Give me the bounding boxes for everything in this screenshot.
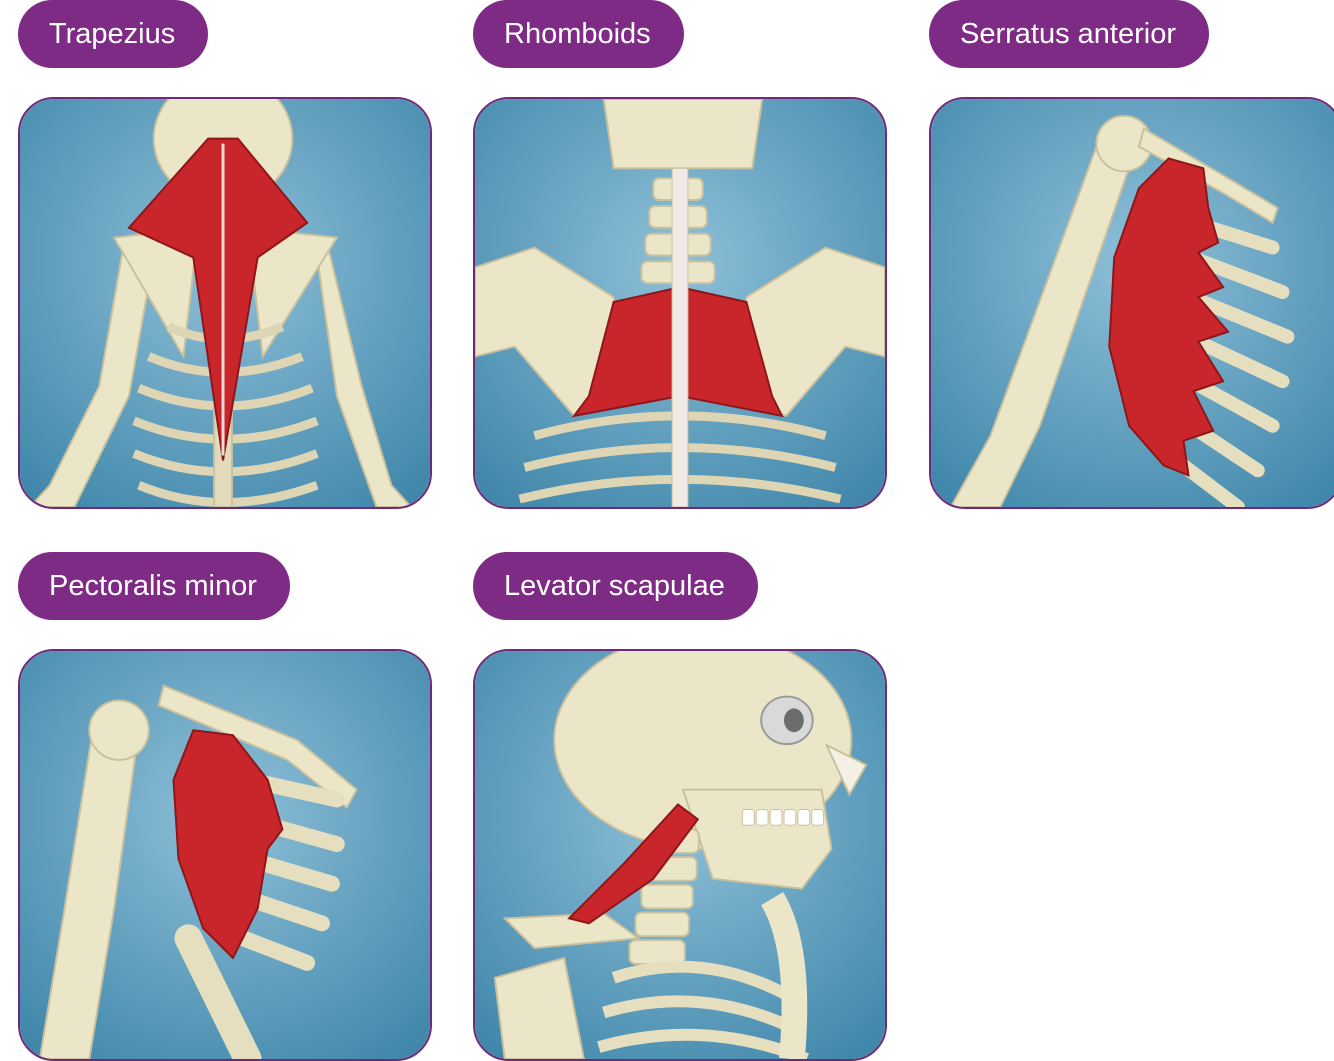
image-panel-rhomboids bbox=[473, 97, 887, 509]
pectoralis-minor-illustration bbox=[20, 651, 430, 1059]
serratus-anterior-illustration bbox=[931, 99, 1334, 507]
label-pill-trapezius: Trapezius bbox=[18, 0, 208, 68]
trapezius-illustration bbox=[20, 99, 430, 507]
levator-scapulae-illustration bbox=[475, 651, 885, 1059]
skull-icon bbox=[604, 99, 762, 168]
label-pill-rhomboids: Rhomboids bbox=[473, 0, 684, 68]
label-pill-pectoralis-minor: Pectoralis minor bbox=[18, 552, 290, 620]
image-panel-trapezius bbox=[18, 97, 432, 509]
image-panel-serratus-anterior bbox=[929, 97, 1334, 509]
label-pill-levator-scapulae: Levator scapulae bbox=[473, 552, 758, 620]
rhomboids-illustration bbox=[475, 99, 885, 507]
label-pill-serratus-anterior: Serratus anterior bbox=[929, 0, 1209, 68]
image-panel-levator-scapulae bbox=[473, 649, 887, 1061]
image-panel-pectoralis-minor bbox=[18, 649, 432, 1061]
